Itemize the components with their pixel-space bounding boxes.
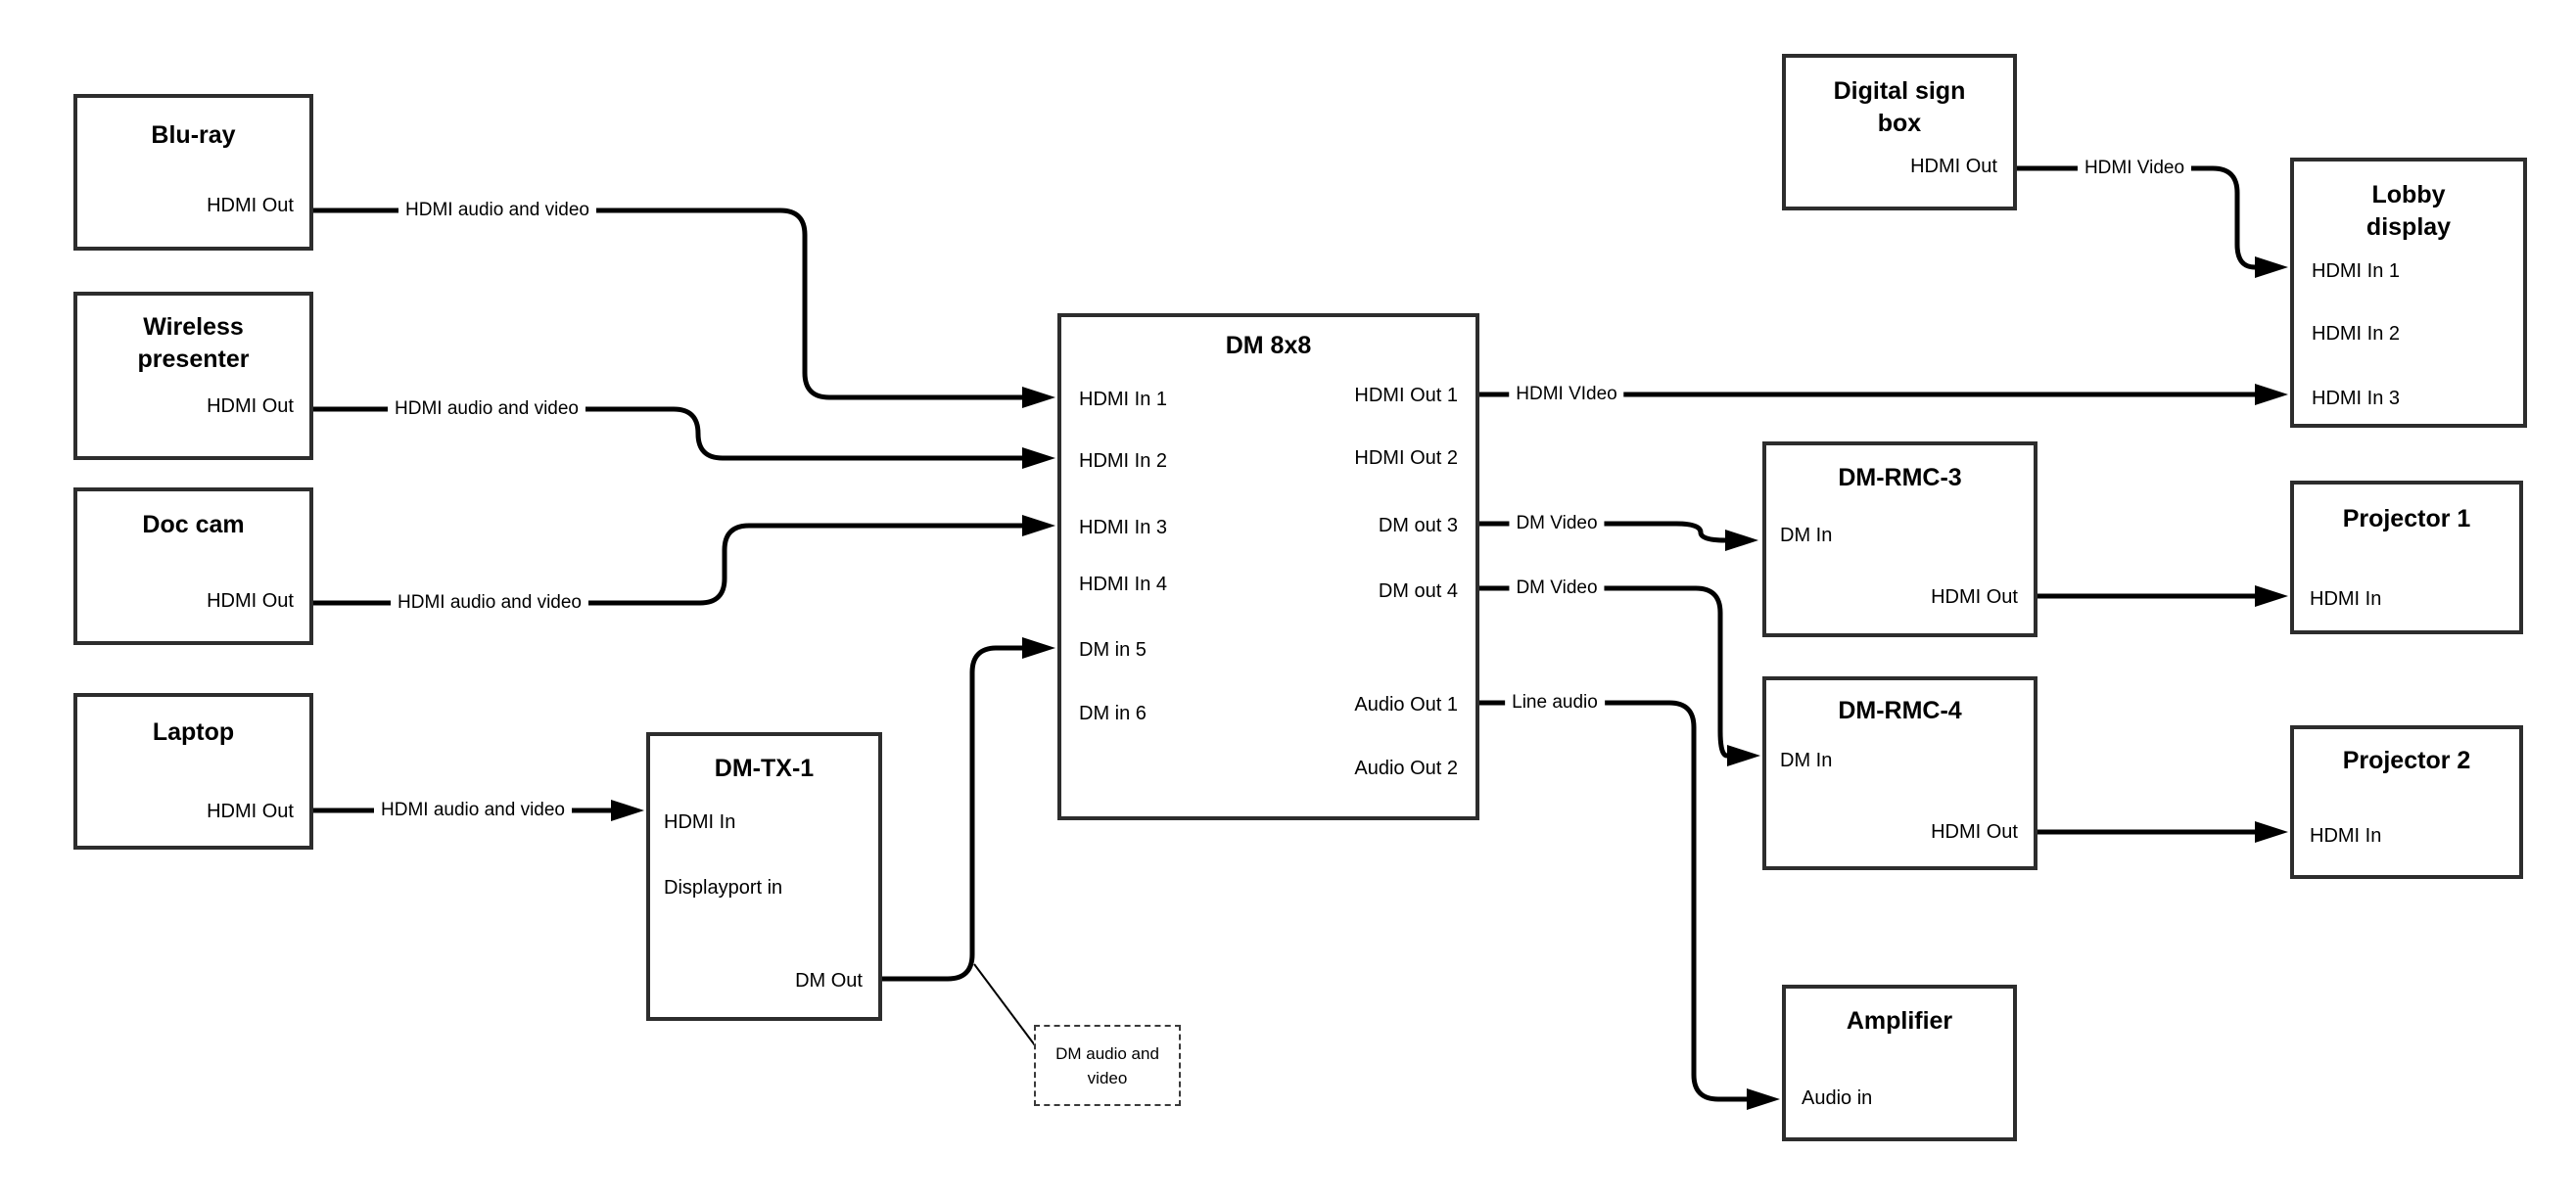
node-amplifier: Amplifier Audio in	[1782, 985, 2017, 1141]
port-dm8x8-hdmi-out-1: HDMI Out 1	[1354, 385, 1458, 406]
port-projector2-hdmi-in: HDMI In	[2310, 825, 2382, 847]
node-dm-tx-1-title: DM-TX-1	[714, 755, 815, 782]
port-dmtx1-displayport-in: Displayport in	[664, 877, 783, 899]
connector-bluray-dm8x8	[313, 208, 1022, 400]
arrowhead-rmc4-dm-in	[1727, 745, 1760, 766]
label-hdmi-video-long: HDMI VIdeo	[1509, 383, 1624, 406]
arrowhead-dm8x8-hdmi-in3	[1022, 515, 1055, 536]
node-dm-rmc-4-title: DM-RMC-4	[1838, 697, 1962, 724]
node-dm-rmc-3: DM-RMC-3 DM In HDMI Out	[1762, 441, 2037, 637]
port-dmtx1-hdmi-in: HDMI In	[664, 811, 736, 833]
node-bluray: Blu-ray HDMI Out	[73, 94, 313, 251]
label-dm-video-rmc3: DM Video	[1509, 512, 1605, 535]
connector-digitalsign-lobby	[2017, 165, 2256, 270]
label-wireless-hdmi-audio-video: HDMI audio and video	[388, 397, 585, 421]
arrowhead-lobby-hdmi-in3	[2255, 384, 2288, 405]
node-laptop: Laptop HDMI Out	[73, 693, 313, 850]
port-rmc3-hdmi-out: HDMI Out	[1931, 586, 2018, 608]
port-rmc4-dm-in: DM In	[1780, 750, 1833, 771]
node-projector-2: Projector 2 HDMI In	[2290, 725, 2523, 879]
label-bluray-hdmi-audio-video: HDMI audio and video	[398, 199, 596, 222]
label-dm-video-rmc4: DM Video	[1509, 577, 1605, 600]
node-doc-cam: Doc cam HDMI Out	[73, 487, 313, 645]
arrowhead-rmc3-dm-in	[1725, 530, 1758, 551]
node-wireless-presenter: Wireless presenter HDMI Out	[73, 292, 313, 460]
port-dm8x8-dm-out-3: DM out 3	[1378, 515, 1458, 536]
port-dm8x8-hdmi-out-2: HDMI Out 2	[1354, 447, 1458, 469]
annotation-leader-line	[973, 963, 1036, 1046]
annotation-dm-audio-and-video: DM audio and video	[1034, 1025, 1181, 1106]
port-bluray-hdmi-out: HDMI Out	[207, 195, 294, 216]
node-amplifier-title: Amplifier	[1846, 1007, 1953, 1035]
arrowhead-dm8x8-hdmi-in2	[1022, 447, 1055, 469]
port-rmc4-hdmi-out: HDMI Out	[1931, 821, 2018, 843]
node-digital-sign-box-title: Digital sign box	[1833, 77, 1966, 137]
port-wireless-hdmi-out: HDMI Out	[207, 395, 294, 417]
port-digitalsign-hdmi-out: HDMI Out	[1910, 156, 1997, 177]
node-lobby-display: Lobby display HDMI In 1 HDMI In 2 HDMI I…	[2290, 158, 2527, 428]
port-dm8x8-hdmi-in-1: HDMI In 1	[1079, 389, 1168, 410]
node-dm-tx-1: DM-TX-1 HDMI In Displayport in DM Out	[646, 732, 882, 1021]
port-laptop-hdmi-out: HDMI Out	[207, 801, 294, 822]
port-lobby-hdmi-in-2: HDMI In 2	[2312, 323, 2401, 345]
arrowhead-amplifier-audio-in	[1747, 1088, 1780, 1110]
node-dm-8x8-title: DM 8x8	[1225, 332, 1312, 359]
node-wireless-presenter-title: Wireless presenter	[137, 313, 250, 373]
connector-dmtx1-dm8x8	[882, 645, 1022, 982]
port-dm8x8-hdmi-in-2: HDMI In 2	[1079, 450, 1168, 472]
label-hdmi-video-digitalsign: HDMI Video	[2077, 157, 2192, 180]
port-dm8x8-dm-in-6: DM in 6	[1079, 703, 1147, 724]
port-lobby-hdmi-in-1: HDMI In 1	[2312, 260, 2401, 282]
connector-doccam-dm8x8	[313, 523, 1022, 606]
port-dmtx1-dm-out: DM Out	[795, 970, 863, 992]
label-line-audio: Line audio	[1505, 691, 1605, 715]
connector-wireless-dm8x8	[313, 406, 1022, 461]
port-dm8x8-hdmi-in-3: HDMI In 3	[1079, 517, 1168, 538]
label-laptop-hdmi-audio-video: HDMI audio and video	[374, 799, 572, 822]
node-bluray-title: Blu-ray	[151, 121, 236, 149]
arrowhead-dmtx1-hdmi-in	[611, 800, 644, 821]
arrowhead-projector1-hdmi-in	[2255, 585, 2288, 607]
node-projector-2-title: Projector 2	[2342, 747, 2471, 774]
connector-dm8x8-rmc4	[1479, 585, 1728, 759]
port-dm8x8-hdmi-in-4: HDMI In 4	[1079, 574, 1168, 595]
port-doccam-hdmi-out: HDMI Out	[207, 590, 294, 612]
node-projector-1: Projector 1 HDMI In	[2290, 481, 2523, 634]
arrowhead-dm8x8-hdmi-in1	[1022, 387, 1055, 408]
connector-dm8x8-amplifier	[1479, 700, 1747, 1102]
node-dm-8x8: DM 8x8 HDMI In 1 HDMI In 2 HDMI In 3 HDM…	[1057, 313, 1479, 820]
node-lobby-display-title: Lobby display	[2365, 181, 2452, 241]
label-doccam-hdmi-audio-video: HDMI audio and video	[391, 591, 588, 615]
node-doc-cam-title: Doc cam	[142, 511, 245, 538]
port-amplifier-audio-in: Audio in	[1802, 1087, 1873, 1109]
port-rmc3-dm-in: DM In	[1780, 525, 1833, 546]
node-dm-rmc-4: DM-RMC-4 DM In HDMI Out	[1762, 676, 2037, 870]
node-laptop-title: Laptop	[152, 718, 235, 746]
port-dm8x8-dm-in-5: DM in 5	[1079, 639, 1147, 661]
port-dm8x8-audio-out-2: Audio Out 2	[1354, 758, 1458, 779]
arrowhead-dm8x8-dm-in5	[1022, 637, 1055, 659]
node-digital-sign-box: Digital sign box HDMI Out	[1782, 54, 2017, 210]
arrowhead-projector2-hdmi-in	[2255, 821, 2288, 843]
port-dm8x8-audio-out-1: Audio Out 1	[1354, 694, 1458, 716]
arrowhead-lobby-hdmi-in1	[2255, 256, 2288, 278]
port-dm8x8-dm-out-4: DM out 4	[1378, 580, 1458, 602]
port-lobby-hdmi-in-3: HDMI In 3	[2312, 388, 2401, 409]
node-projector-1-title: Projector 1	[2342, 505, 2471, 532]
node-dm-rmc-3-title: DM-RMC-3	[1838, 464, 1962, 491]
port-projector1-hdmi-in: HDMI In	[2310, 588, 2382, 610]
connector-dm8x8-rmc3	[1479, 521, 1726, 543]
